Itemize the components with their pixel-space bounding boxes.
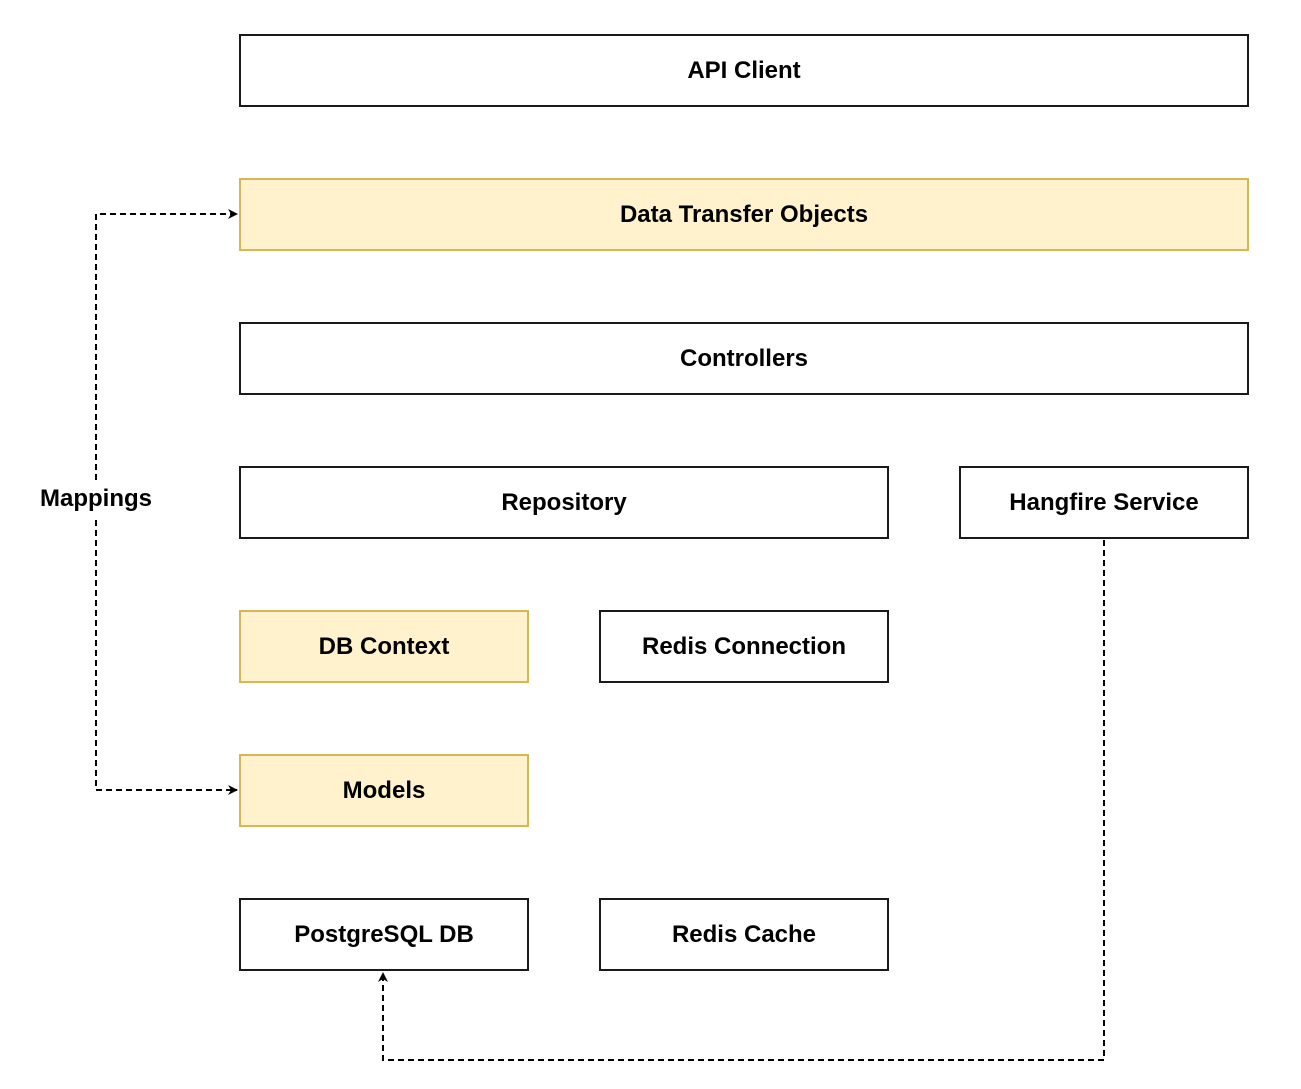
redis-connection-label: Redis Connection [641, 632, 846, 660]
controllers-label: Controllers [679, 344, 808, 372]
api-client-node: API Client [239, 34, 1249, 107]
mappings-edge-label: Mappings [20, 482, 172, 516]
db-context-label: DB Context [318, 632, 450, 660]
redis-cache-label: Redis Cache [671, 920, 817, 948]
repository-node: Repository [239, 466, 889, 539]
postgresql-db-label: PostgreSQL DB [294, 920, 474, 948]
dto-label: Data Transfer Objects [619, 200, 869, 228]
hangfire-service-node: Hangfire Service [959, 466, 1249, 539]
dto-node: Data Transfer Objects [239, 178, 1249, 251]
hangfire-service-label: Hangfire Service [1009, 488, 1199, 516]
models-node: Models [239, 754, 529, 827]
controllers-node: Controllers [239, 322, 1249, 395]
models-label: Models [342, 776, 426, 804]
mappings-edge-to-dto [95, 209, 238, 500]
redis-cache-node: Redis Cache [599, 898, 889, 971]
api-client-label: API Client [687, 56, 801, 84]
mappings-label-text: Mappings [40, 485, 152, 512]
repository-label: Repository [501, 488, 627, 516]
hangfire-to-postgres-edge [378, 540, 1105, 1061]
mappings-edge-to-models [95, 500, 238, 795]
db-context-node: DB Context [239, 610, 529, 683]
redis-connection-node: Redis Connection [599, 610, 889, 683]
postgresql-db-node: PostgreSQL DB [239, 898, 529, 971]
